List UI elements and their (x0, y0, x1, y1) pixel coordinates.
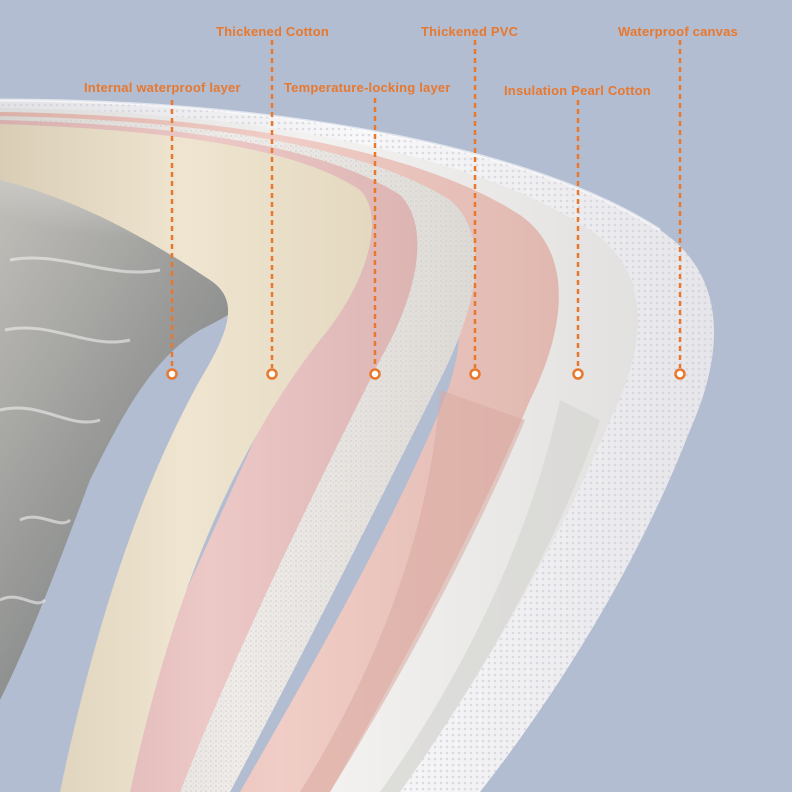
label-waterproof-canvas: Waterproof canvas (618, 24, 738, 39)
marker-thickened-pvc (469, 368, 481, 380)
marker-thickened-cotton (266, 368, 278, 380)
thickened-pvc-edge (300, 390, 525, 792)
internal-waterproof-layer (0, 124, 372, 792)
insulation-pearl-cotton-layer (0, 108, 638, 792)
marker-temperature-locking (369, 368, 381, 380)
label-internal-waterproof-layer: Internal waterproof layer (84, 80, 241, 95)
water-ripples (0, 256, 161, 605)
label-insulation-pearl-cotton: Insulation Pearl Cotton (504, 83, 651, 98)
insulation-pearl-cotton-edge (380, 400, 600, 792)
marker-insulation-pearl-cotton (572, 368, 584, 380)
label-thickened-pvc: Thickened PVC (421, 24, 519, 39)
waterproof-canvas-texture (0, 100, 714, 792)
temperature-locking-texture (0, 116, 476, 792)
leader-markers (166, 368, 686, 380)
marker-waterproof-canvas (674, 368, 686, 380)
label-temperature-locking-layer: Temperature-locking layer (284, 80, 451, 95)
label-thickened-cotton: Thickened Cotton (216, 24, 329, 39)
rim-highlight (0, 98, 661, 232)
marker-internal-waterproof (166, 368, 178, 380)
leader-lines (170, 40, 682, 368)
